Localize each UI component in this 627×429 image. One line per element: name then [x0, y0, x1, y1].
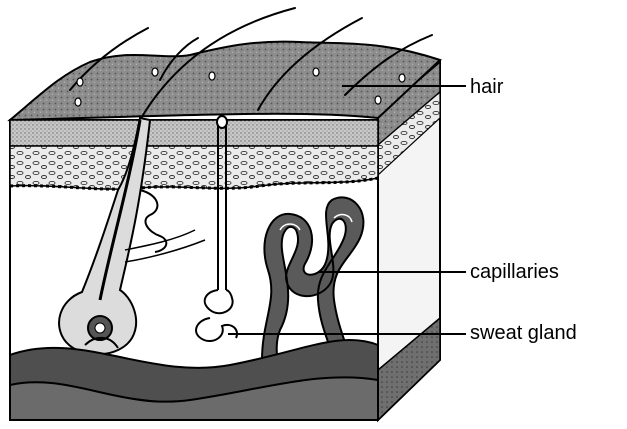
- label-hair: hair: [470, 77, 503, 97]
- epidermis-top-surface: [10, 42, 440, 120]
- label-sweat-gland: sweat gland: [470, 323, 577, 343]
- block-side-face: [378, 62, 440, 420]
- label-capillaries: capillaries: [470, 262, 559, 282]
- epidermis-front-band: [10, 120, 378, 146]
